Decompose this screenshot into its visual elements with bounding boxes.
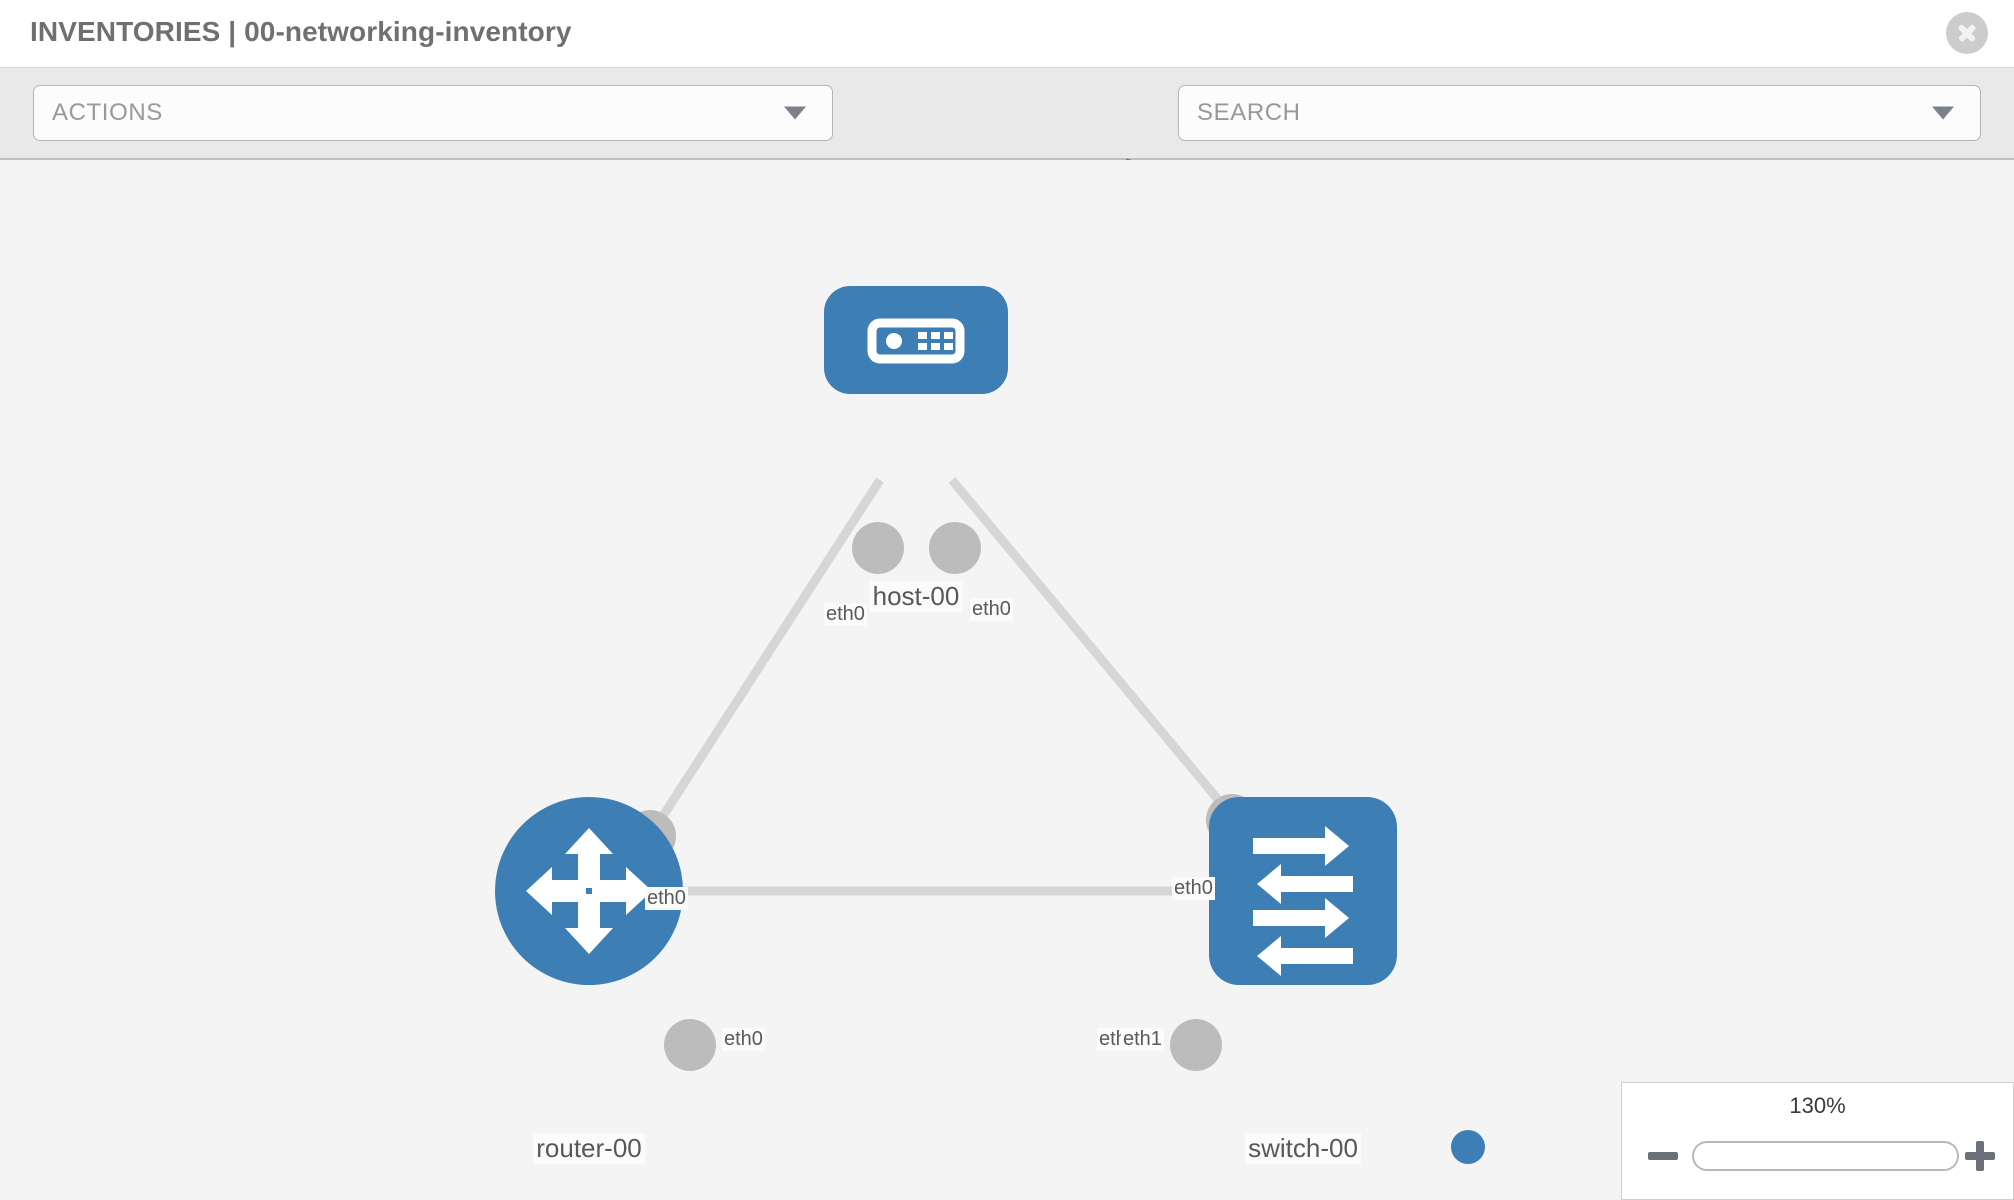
interface-nub-host-right[interactable]: [929, 522, 981, 574]
link-host-switch[interactable]: [948, 477, 1239, 823]
chevron-down-icon: [784, 106, 806, 120]
interface-nub-router-side[interactable]: [664, 1019, 716, 1071]
interface-nub-switch-side[interactable]: [1170, 1019, 1222, 1071]
zoom-in-button[interactable]: [1965, 1141, 1995, 1171]
zoom-control-panel: 130%: [1621, 1082, 2014, 1200]
toolbar: ACTIONS SEARCH: [0, 68, 2014, 200]
topology-links: [646, 477, 1239, 896]
actions-dropdown[interactable]: ACTIONS: [33, 85, 833, 141]
page-title: INVENTORIES | 00-networking-inventory: [30, 16, 572, 47]
interface-nub-host-left[interactable]: [852, 522, 904, 574]
search-input-placeholder: SEARCH: [1197, 99, 1301, 126]
router-arrows-icon: [526, 828, 652, 954]
node-switch-00[interactable]: [1209, 797, 1397, 985]
page-header: INVENTORIES | 00-networking-inventory: [0, 0, 2014, 68]
zoom-out-button[interactable]: [1648, 1141, 1678, 1171]
zoom-slider-thumb[interactable]: [1451, 1130, 1485, 1164]
zoom-level-value: 130%: [1789, 1093, 1846, 1118]
actions-dropdown-label: ACTIONS: [52, 99, 163, 126]
topology-canvas[interactable]: eth0 eth0 eth0 eth0 eth0 eth0 eth1 host-…: [0, 160, 2014, 1200]
topology-interface-nubs: [624, 522, 1258, 1071]
node-host-00[interactable]: [824, 286, 1008, 394]
host-server-icon: [867, 318, 965, 364]
link-host-router[interactable]: [646, 477, 884, 839]
zoom-slider-track[interactable]: [1692, 1141, 1959, 1171]
topology-graph: [495, 286, 1397, 1071]
search-dropdown[interactable]: SEARCH: [1178, 85, 1981, 141]
node-router-00[interactable]: [495, 797, 683, 985]
chevron-down-icon: [1932, 106, 1954, 120]
switch-arrows-icon: [1253, 826, 1353, 976]
close-icon[interactable]: [1946, 12, 1988, 54]
